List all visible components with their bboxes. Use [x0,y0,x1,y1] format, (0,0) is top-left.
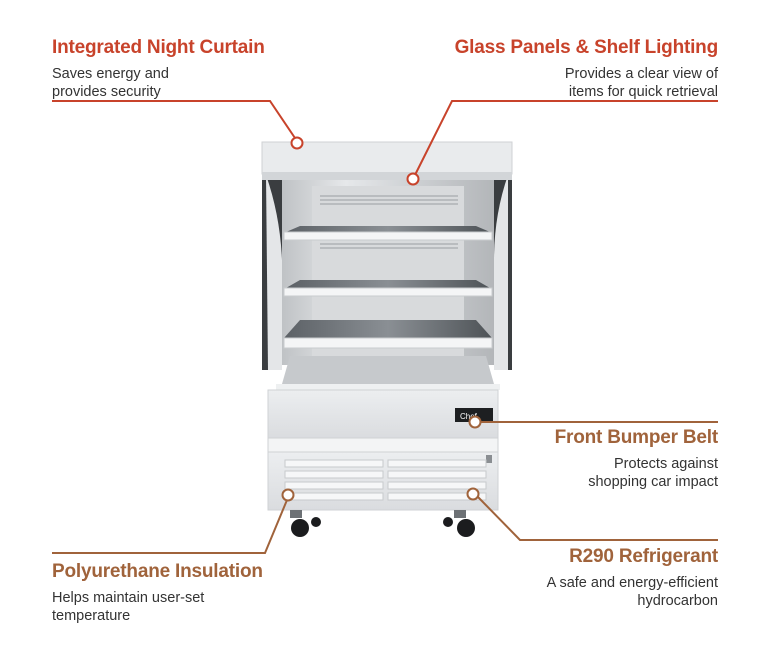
desc-line: A safe and energy-efficient [546,575,718,591]
leader-refrigerant [477,496,718,541]
callout-refrigerant: R290 Refrigerant A safe and energy-effic… [547,546,719,610]
callout-description: Saves energy and provides security [52,65,265,101]
brand-label: Chef [460,412,478,421]
desc-line: Helps maintain user-set [52,590,205,606]
rear-vent [320,195,458,249]
display-deck [276,356,500,390]
callout-glass-panels: Glass Panels & Shelf Lighting Provides a… [454,37,719,101]
left-glass-panel [266,175,282,370]
desc-line: items for quick retrieval [568,84,718,100]
desc-line: provides security [52,84,161,100]
callout-title: R290 Refrigerant [569,546,718,567]
callout-description: Protects against shopping car impact [555,455,718,491]
desc-line: shopping car impact [588,474,718,490]
callout-description: Helps maintain user-set temperature [52,589,263,625]
callout-title: Polyurethane Insulation [52,561,263,582]
shelf-top [283,226,493,241]
callout-description: Provides a clear view of items for quick… [455,65,718,101]
marker-refrigerant [466,487,480,501]
casters [290,510,475,537]
leader-night-curtain [52,100,298,142]
callout-description: A safe and energy-efficient hydrocarbon [547,574,718,610]
leader-glass-panels [414,100,718,176]
shelf-middle [283,280,493,297]
marker-bumper-belt [468,415,482,429]
callout-title: Front Bumper Belt [554,427,719,448]
callout-title: Glass Panels & Shelf Lighting [454,37,719,58]
callout-bumper-belt: Front Bumper Belt Protects against shopp… [554,427,719,491]
desc-line: hydrocarbon [637,593,718,609]
night-curtain-housing [261,141,513,180]
desc-line: Protects against [614,456,718,472]
callout-night-curtain: Integrated Night Curtain Saves energy an… [52,37,265,101]
marker-insulation [281,488,295,502]
desc-line: Saves energy and [52,66,169,82]
front-louvers [284,459,487,501]
brand-plate: Chef [455,408,493,422]
right-glass-panel [494,175,508,370]
marker-night-curtain [290,136,304,150]
desc-line: Provides a clear view of [564,66,718,82]
callout-title: Integrated Night Curtain [52,37,265,58]
callout-insulation: Polyurethane Insulation Helps maintain u… [52,561,263,625]
power-switch [486,455,492,463]
marker-glass-panels [406,172,420,186]
leader-insulation [52,499,288,554]
desc-line: temperature [52,608,131,624]
shelf-bottom [283,320,493,349]
